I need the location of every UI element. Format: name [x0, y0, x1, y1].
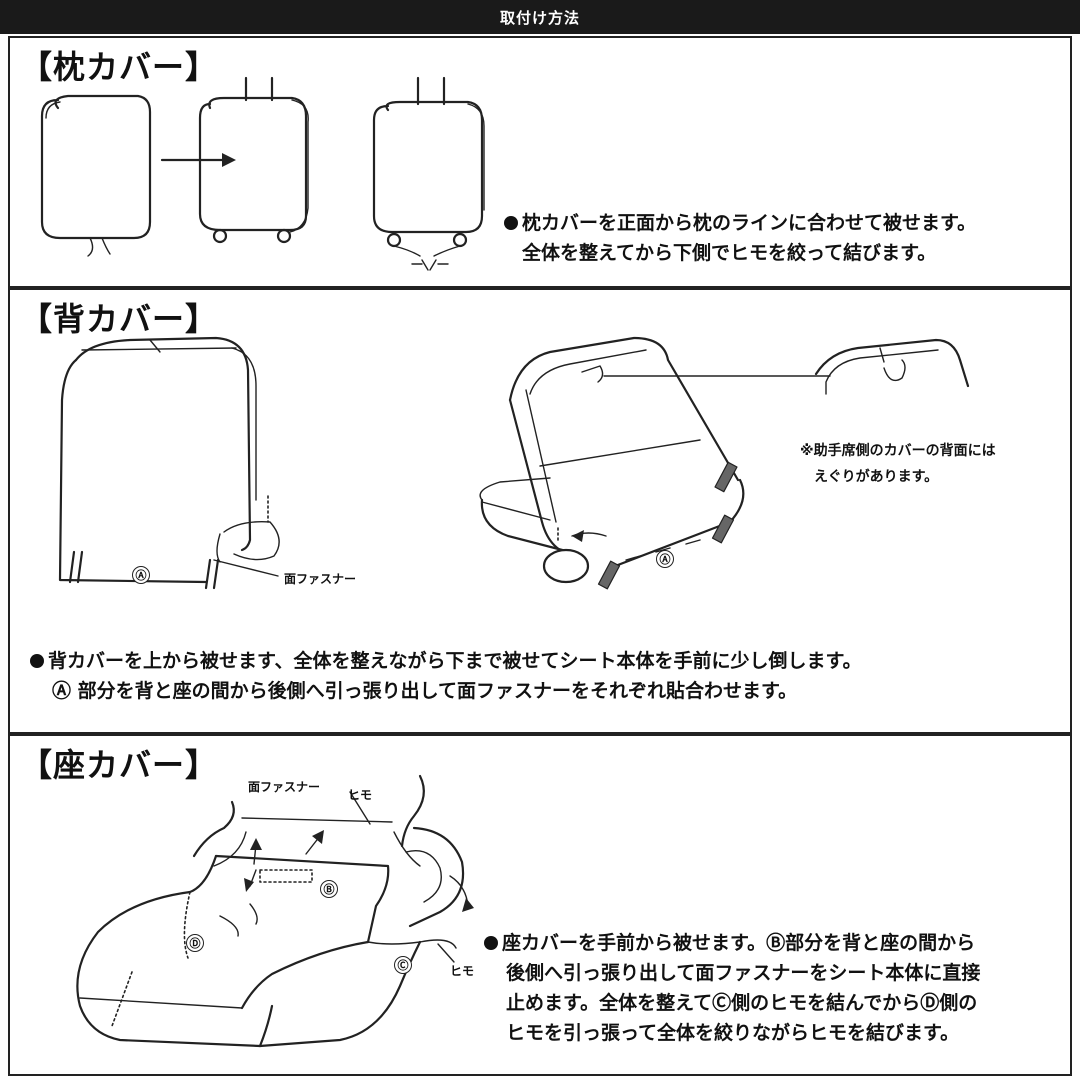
seat-velcro-label: 面ファスナー — [248, 778, 320, 795]
label-b: Ⓑ — [320, 880, 338, 898]
seat-instructions: 座カバーを手前から被せます。Ⓑ部分を背と座の間から 後側へ引っ張り出して面ファス… — [484, 928, 980, 1048]
back-velcro-label: 面ファスナー — [284, 570, 356, 587]
pillow-cover-section: 【枕カバー】 枕カバーを正面から枕のラインに合わせて被せます。 全体を整えてから… — [8, 36, 1072, 288]
bullet-icon — [30, 654, 44, 668]
label-c: Ⓒ — [394, 956, 412, 974]
back-instruction-line-1: 背カバーを上から被せます、全体を整えながら下まで被せてシート本体を手前に少し倒し… — [30, 646, 862, 676]
seat-instruction-line-3: 止めます。全体を整えてⒸ側のヒモを結んでからⒹ側の — [484, 988, 980, 1018]
label-a-center: Ⓐ — [656, 550, 674, 568]
pillow-instructions: 枕カバーを正面から枕のラインに合わせて被せます。 全体を整えてから下側でヒモを絞… — [504, 208, 976, 268]
header-bar: 取付け方法 — [0, 0, 1080, 34]
back-instructions: 背カバーを上から被せます、全体を整えながら下まで被せてシート本体を手前に少し倒し… — [30, 646, 862, 706]
pillow-instruction-line-1: 枕カバーを正面から枕のラインに合わせて被せます。 — [504, 208, 976, 238]
pillow-instruction-line-2: 全体を整えてから下側でヒモを絞って結びます。 — [504, 238, 976, 268]
back-note: ※助手席側のカバーの背面には えぐりがあります。 — [800, 438, 996, 490]
label-d: Ⓓ — [186, 934, 204, 952]
label-a-left: Ⓐ — [132, 566, 150, 584]
back-instruction-line-2: Ⓐ 部分を背と座の間から後側へ引っ張り出して面ファスナーをそれぞれ貼合わせます。 — [30, 676, 862, 706]
seat-string-label-top: ヒモ — [348, 786, 372, 803]
back-note-line-1: ※助手席側のカバーの背面には — [800, 438, 996, 464]
bullet-icon — [504, 216, 518, 230]
header-title: 取付け方法 — [500, 7, 580, 28]
seat-cover-section: 【座カバー】 面ファスナー ヒモ — [8, 734, 1072, 1076]
seat-string-label-right: ヒモ — [450, 962, 474, 979]
seat-instruction-line-4: ヒモを引っ張って全体を絞りながらヒモを結びます。 — [484, 1018, 980, 1048]
bullet-icon — [484, 936, 498, 950]
backrest-cover-section: 【背カバー】 — [8, 288, 1072, 734]
seat-instruction-line-2: 後側へ引っ張り出して面ファスナーをシート本体に直接 — [484, 958, 980, 988]
back-note-line-2: えぐりがあります。 — [800, 464, 996, 490]
seat-instruction-line-1: 座カバーを手前から被せます。Ⓑ部分を背と座の間から — [484, 928, 980, 958]
